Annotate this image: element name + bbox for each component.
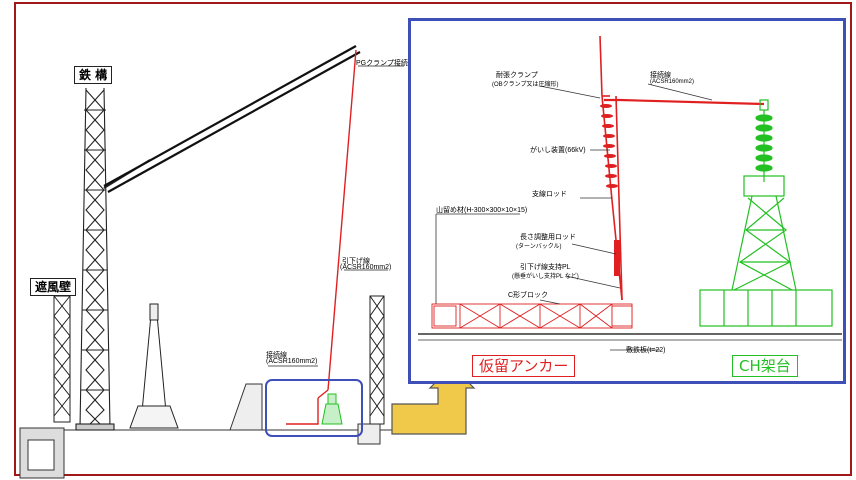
downlead-label: 引下げ線 [342,258,370,265]
highlight-box [265,379,363,437]
jumper-spec: (ACSR160mm2) [266,358,318,365]
c-block-label: C形ブロック [508,292,549,299]
jumper-inset-label: 接続線 [650,72,671,79]
steel-h-label: 山留め材(H-300×300×10×15) [436,207,528,214]
length-rod-label: 長さ調整用ロッド [520,234,576,241]
overview-ch-stand [321,393,343,425]
jumper-line [604,98,765,106]
jumper-label: 接続線 [266,352,287,359]
steel-tower [75,87,115,431]
downlead-spec: (ACSR160mm2) [340,264,392,271]
jumper-inset-spec: (ACSR160mm2) [650,79,695,85]
insulator-label: がいし装置(66kV) [530,147,586,154]
plate-label: 敷鉄板(t=22) [626,347,666,354]
pole [129,303,179,429]
length-rod-note: (ターンバックル) [516,244,562,250]
outer-frame [14,2,852,476]
support-pl-label: 引下げ線支持PL [520,264,571,271]
anchor-title: 仮留アンカー [472,355,576,377]
support-pl-note: (懸垂がいし支持PL など) [512,274,579,280]
windshield-right [369,295,385,425]
windshield-left [53,295,71,423]
support-rod-label: 支線ロッド [532,191,567,198]
tower-label: 鉄 構 [74,66,113,84]
ch-stand-title: CH架台 [732,355,798,377]
strain-clamp-label: 耐張クランプ [496,72,538,79]
downlead-line [286,49,357,425]
c-block-row [431,303,633,329]
strain-clamp-note: (OBクランプ又は圧縮形) [492,82,559,88]
pg-clamp-label: PGクランプ接続 [356,60,408,67]
ch-stand [699,99,833,327]
overhead-line [103,45,361,193]
windshield-label: 遮風壁 [30,278,77,296]
